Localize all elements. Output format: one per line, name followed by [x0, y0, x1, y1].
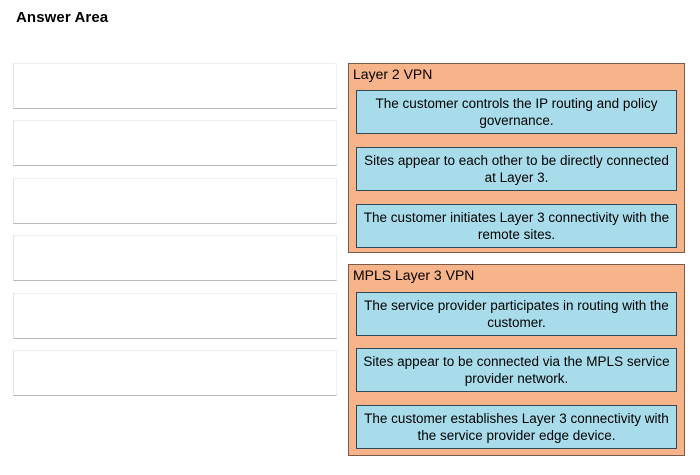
answer-slot-5[interactable]: [13, 293, 337, 339]
drag-item-text: The customer controls the IP routing and…: [375, 96, 658, 128]
drag-item-l3-3[interactable]: The customer establishes Layer 3 connect…: [356, 405, 677, 449]
drag-item-l2-1[interactable]: The customer controls the IP routing and…: [356, 90, 677, 134]
drag-item-text: Sites appear to each other to be directl…: [364, 153, 669, 185]
answer-slot-2[interactable]: [13, 120, 337, 166]
group-label-layer-2-vpn: Layer 2 VPN: [353, 66, 433, 82]
answer-slot-6[interactable]: [13, 350, 337, 396]
drag-item-text: The service provider participates in rou…: [364, 298, 669, 330]
drag-item-text: The customer establishes Layer 3 connect…: [364, 411, 669, 443]
drag-item-l2-3[interactable]: The customer initiates Layer 3 connectiv…: [356, 204, 677, 248]
drag-item-text: Sites appear to be connected via the MPL…: [363, 354, 670, 386]
drag-item-l3-1[interactable]: The service provider participates in rou…: [356, 292, 677, 336]
drag-item-l2-2[interactable]: Sites appear to each other to be directl…: [356, 147, 677, 191]
answer-slot-4[interactable]: [13, 235, 337, 281]
drag-item-text: The customer initiates Layer 3 connectiv…: [363, 210, 670, 242]
group-layer-2-vpn: Layer 2 VPN The customer controls the IP…: [348, 63, 685, 253]
group-mpls-layer-3-vpn: MPLS Layer 3 VPN The service provider pa…: [348, 264, 685, 456]
answer-slot-3[interactable]: [13, 178, 337, 224]
page-title: Answer Area: [16, 9, 109, 26]
group-label-mpls-layer-3-vpn: MPLS Layer 3 VPN: [353, 267, 475, 283]
answer-slot-1[interactable]: [13, 63, 337, 109]
drag-item-l3-2[interactable]: Sites appear to be connected via the MPL…: [356, 348, 677, 392]
